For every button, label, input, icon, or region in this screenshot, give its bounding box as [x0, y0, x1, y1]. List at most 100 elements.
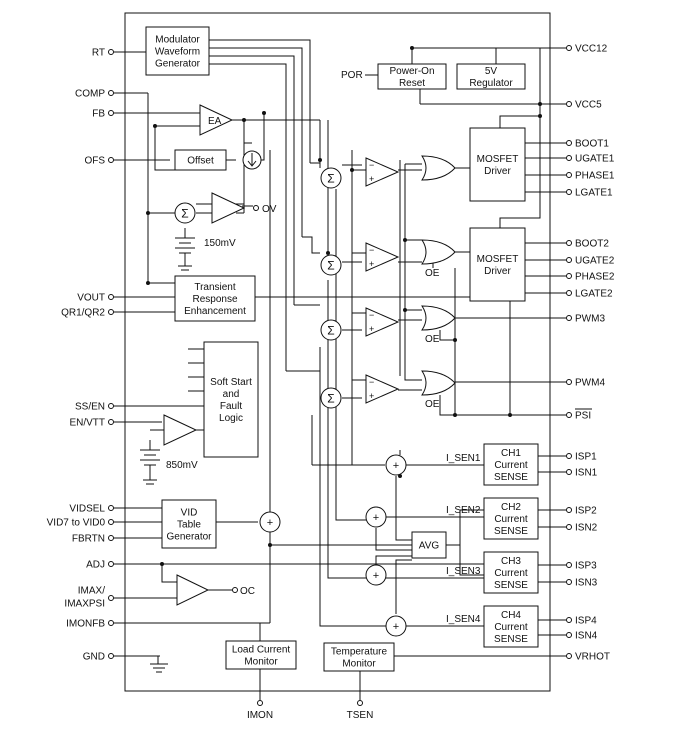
svg-text:LGATE1: LGATE1: [575, 188, 613, 199]
pin-vrhot: VRHOT: [566, 652, 610, 663]
battery-850mv: 850mV: [140, 449, 198, 485]
pin-imax: IMAX/: [78, 586, 114, 601]
block-label: VID: [181, 508, 198, 519]
svg-text:−: −: [369, 310, 374, 320]
svg-text:OV: OV: [262, 204, 277, 215]
svg-text:GND: GND: [83, 652, 105, 663]
pin-isn2: ISN2: [566, 523, 598, 534]
svg-text:+: +: [373, 512, 379, 524]
block-label: Driver: [484, 166, 511, 177]
svg-text:TSEN: TSEN: [347, 710, 374, 721]
pin-pwm4: PWM4: [566, 378, 605, 389]
pin-imon: IMON: [247, 700, 273, 721]
pin-lgate1: LGATE1: [566, 188, 613, 199]
block-label: Current: [494, 622, 528, 633]
error-amplifier: EA: [199, 104, 234, 136]
pin-rt: RT: [92, 48, 114, 59]
offset-block: Offset: [174, 149, 227, 171]
svg-text:850mV: 850mV: [166, 460, 198, 471]
isen1-label: I_SEN1: [446, 453, 481, 464]
plus-summer-5: +: [259, 511, 281, 533]
svg-text:Σ: Σ: [327, 324, 334, 338]
block-label: CH2: [501, 502, 521, 513]
svg-text:+: +: [393, 621, 399, 633]
block-label: and: [223, 389, 240, 400]
svg-text:PHASE1: PHASE1: [575, 171, 615, 182]
pwm-comparator-3: −+: [365, 307, 400, 337]
pin-ofs: OFS: [84, 156, 114, 167]
pin-boot1: BOOT1: [566, 139, 609, 150]
svg-text:+: +: [369, 174, 374, 184]
plus-summer-1: +: [385, 454, 407, 476]
pin-isn4: ISN4: [566, 631, 598, 642]
svg-text:Σ: Σ: [327, 392, 334, 406]
svg-text:VCC12: VCC12: [575, 44, 608, 55]
svg-text:OE: OE: [425, 334, 440, 345]
svg-text:ISP2: ISP2: [575, 506, 597, 517]
pin-psi: PSI: [566, 408, 592, 422]
pin-isn1: ISN1: [566, 468, 598, 479]
por-label: POR: [341, 70, 363, 81]
svg-text:FBRTN: FBRTN: [72, 534, 105, 545]
pin-adj: ADJ: [86, 560, 114, 571]
pin-tsen: TSEN: [347, 700, 374, 721]
ov-comparator: OV: [211, 192, 277, 224]
pin-gnd: GND: [83, 652, 114, 663]
svg-text:OE: OE: [425, 399, 440, 410]
block-label: Temperature: [331, 647, 388, 658]
svg-text:EA: EA: [208, 116, 222, 127]
svg-text:VOUT: VOUT: [77, 293, 105, 304]
svg-text:+: +: [369, 324, 374, 334]
pin-phase1: PHASE1: [566, 171, 615, 182]
pin-isp1: ISP1: [566, 452, 597, 463]
svg-text:BOOT1: BOOT1: [575, 139, 609, 150]
block-label: Monitor: [342, 659, 376, 670]
block-label: Reset: [399, 78, 425, 89]
block-label: Logic: [219, 413, 243, 424]
block-label: CH4: [501, 610, 521, 621]
block-label: Generator: [166, 532, 212, 543]
block-label: Power-On: [389, 66, 434, 77]
block-label: MOSFET: [477, 254, 519, 265]
block-label: Fault: [220, 401, 242, 412]
block-label: Generator: [155, 59, 201, 70]
pin-phase2: PHASE2: [566, 272, 615, 283]
or-gate-3: OE: [421, 305, 456, 345]
svg-text:ISN3: ISN3: [575, 578, 598, 589]
svg-text:VIDSEL: VIDSEL: [69, 504, 105, 515]
svg-text:IMONFB: IMONFB: [66, 619, 105, 630]
en-vtt-comparator: [163, 414, 198, 446]
block-label: CH1: [501, 448, 521, 459]
svg-text:UGATE2: UGATE2: [575, 256, 615, 267]
svg-text:BOOT2: BOOT2: [575, 239, 609, 250]
svg-text:LGATE2: LGATE2: [575, 289, 613, 300]
block-label: Load Current: [232, 645, 291, 656]
block-label: Monitor: [244, 657, 278, 668]
svg-text:VCC5: VCC5: [575, 100, 602, 111]
svg-text:PWM3: PWM3: [575, 314, 605, 325]
block-label: Regulator: [469, 78, 513, 89]
block-label: Enhancement: [184, 306, 246, 317]
block-label: SENSE: [494, 472, 528, 483]
svg-text:RT: RT: [92, 48, 105, 59]
svg-text:SS/EN: SS/EN: [75, 402, 105, 413]
svg-text:−: −: [369, 160, 374, 170]
svg-text:PSI: PSI: [575, 411, 591, 422]
block-label: CH3: [501, 556, 521, 567]
pin-vidsel: VIDSEL: [69, 504, 114, 515]
svg-text:ISN4: ISN4: [575, 631, 598, 642]
pwm-comparator-4: −+: [365, 374, 400, 404]
block-label: Modulator: [155, 35, 200, 46]
or-gate-1: [421, 155, 456, 181]
plus-summer-3: +: [365, 564, 387, 586]
pin-boot2: BOOT2: [566, 239, 609, 250]
